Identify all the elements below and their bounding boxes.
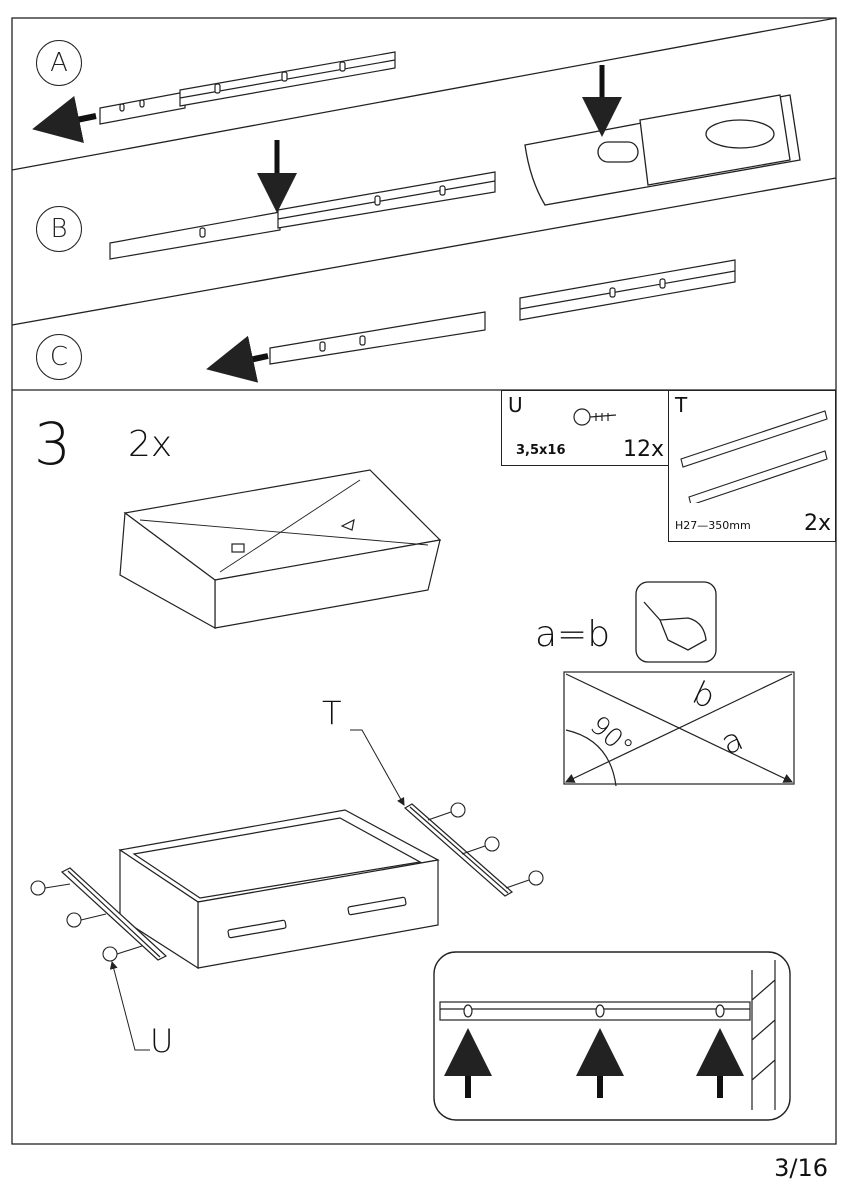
tape-measure-icon <box>635 581 717 663</box>
quantity-label: 2x <box>128 424 173 465</box>
part-t-code: T <box>675 393 688 417</box>
callout-t: T <box>322 694 342 732</box>
step-c-badge: C <box>36 334 82 380</box>
screw-icons <box>30 802 544 962</box>
pull-arrow-c <box>206 335 269 383</box>
square-formula: a=b <box>535 614 611 655</box>
pull-arrow-a <box>32 95 97 143</box>
drawer-frame <box>119 469 442 630</box>
step-a-badge: A <box>36 40 82 86</box>
part-u-code: U <box>508 393 523 417</box>
step-b-label: B <box>50 214 68 244</box>
rail-c <box>269 259 736 365</box>
part-u-size: 3,5x16 <box>516 443 566 458</box>
screw-position-arrows <box>444 1028 744 1098</box>
rail-detail <box>439 960 776 1110</box>
screw-icon <box>573 408 617 426</box>
outer-frame <box>11 17 837 1145</box>
callout-u: U <box>150 1022 174 1060</box>
rail-detail-panel <box>433 951 791 1121</box>
slide-rail-icon <box>680 410 828 503</box>
rail-a <box>99 51 396 125</box>
separator-bc <box>11 177 837 326</box>
rail-b <box>109 171 496 260</box>
part-u-count: 12x <box>622 437 664 462</box>
leader-t <box>350 729 405 806</box>
step-c-label: C <box>49 342 69 372</box>
square-check-diagram <box>563 671 795 787</box>
separator-ab <box>11 17 837 171</box>
right-rail <box>403 803 514 897</box>
step-b-badge: B <box>36 206 82 252</box>
drawer-assembly <box>118 809 440 970</box>
left-rail <box>60 867 168 961</box>
part-t-count: 2x <box>803 511 831 536</box>
parts-box-u: U 3,5x16 12x <box>501 390 669 466</box>
step-a-label: A <box>50 48 68 78</box>
step-number: 3 <box>34 410 71 478</box>
leader-u <box>109 961 150 1051</box>
parts-box-t: T H27—350mm 2x <box>668 390 836 542</box>
part-t-size: H27—350mm <box>675 519 751 532</box>
page-number: 3/16 <box>774 1154 828 1182</box>
lever-detail <box>524 94 801 206</box>
